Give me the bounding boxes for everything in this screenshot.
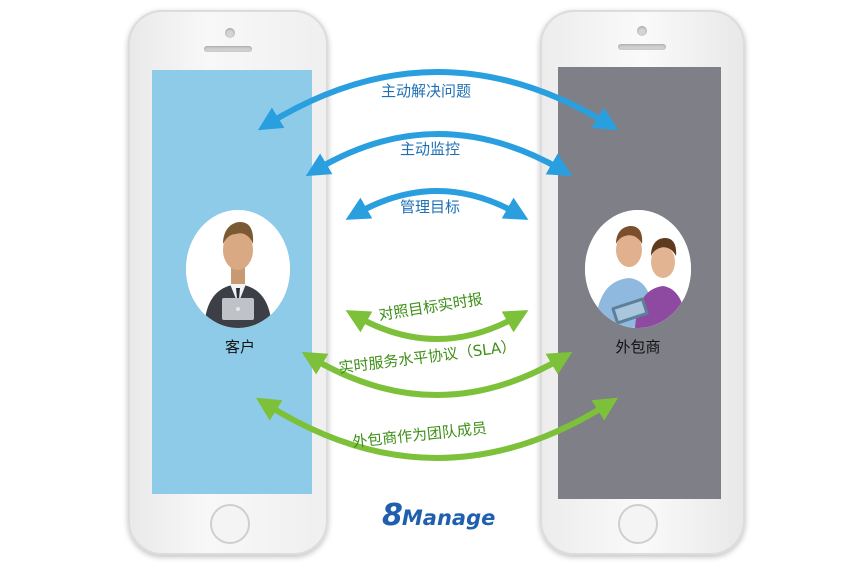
logo-number: 8 (382, 498, 403, 533)
blue-arrow-2 (305, 131, 573, 177)
green-arrow-2 (301, 351, 573, 398)
customer-label: 客户 (224, 338, 255, 356)
blue-arrow-2-label: 主动监控 (400, 140, 461, 158)
logo-word: Manage (401, 506, 496, 530)
team-icon (585, 210, 691, 328)
blue-arrow-3 (345, 188, 529, 220)
blue-arrow-1-label: 主动解决问题 (381, 82, 472, 100)
camera-icon (637, 26, 647, 36)
outsourcer-label: 外包商 (615, 338, 661, 356)
home-button-icon (210, 504, 250, 544)
blue-arrow-3-label: 管理目标 (400, 198, 461, 216)
home-button-icon (618, 504, 658, 544)
green-arrow-3 (255, 397, 619, 461)
blue-arrow-1 (257, 69, 619, 131)
businessman-icon (186, 210, 290, 328)
8manage-logo: 8Manage (382, 498, 495, 533)
customer-avatar (186, 210, 290, 328)
speaker-icon (204, 46, 252, 52)
outsourcer-avatar (585, 210, 691, 328)
green-arrow-1 (345, 310, 529, 342)
camera-icon (225, 28, 235, 38)
speaker-icon (618, 44, 666, 50)
